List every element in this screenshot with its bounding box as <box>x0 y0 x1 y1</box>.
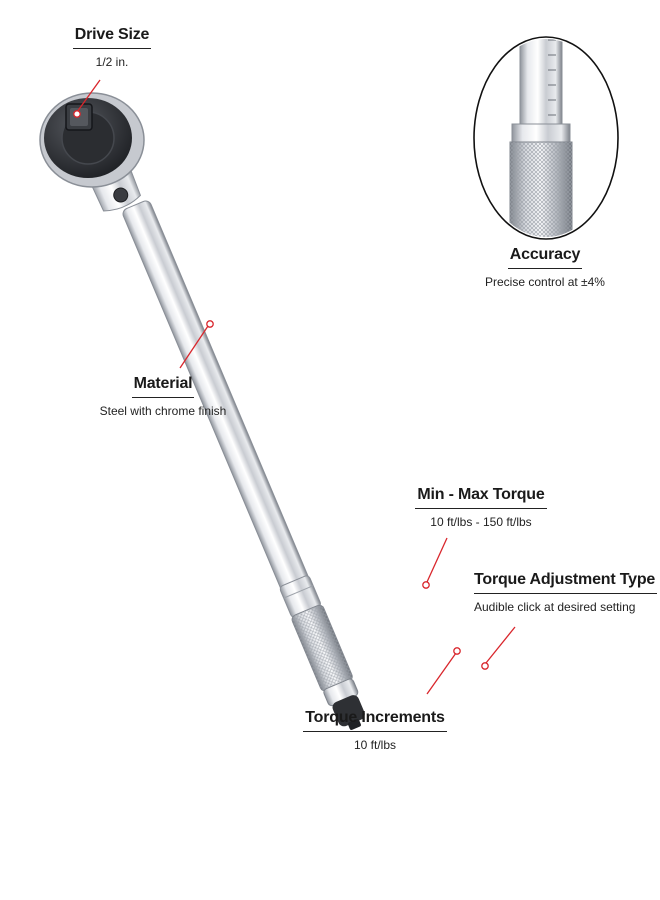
spec-value: 10 ft/lbs - 150 ft/lbs <box>430 515 532 529</box>
spec-torque-increments: Torque Increments 10 ft/lbs <box>300 709 450 752</box>
spec-value: Precise control at ±4% <box>485 275 605 289</box>
callout-material <box>179 320 214 369</box>
callout-increments <box>426 647 461 695</box>
spec-material: Material Steel with chrome finish <box>88 375 238 418</box>
spec-adjustment-type: Torque Adjustment Type Audible click at … <box>474 571 658 614</box>
spec-value: Audible click at desired setting <box>474 600 636 614</box>
spec-title: Drive Size <box>72 26 152 49</box>
callout-min-max-torque <box>422 537 448 589</box>
spec-title: Torque Increments <box>303 709 447 732</box>
spec-value: 1/2 in. <box>95 55 129 69</box>
spec-title: Min - Max Torque <box>415 486 547 509</box>
spec-accuracy: Accuracy Precise control at ±4% <box>470 246 620 289</box>
spec-title: Torque Adjustment Type <box>474 571 658 594</box>
spec-value: 10 ft/lbs <box>353 738 397 752</box>
torque-wrench <box>39 92 365 730</box>
callout-drive-size <box>73 79 101 118</box>
spec-drive-size: Drive Size 1/2 in. <box>62 26 162 69</box>
spec-title: Material <box>131 375 195 398</box>
accuracy-zoom-detail <box>473 36 619 240</box>
spec-title: Accuracy <box>507 246 583 269</box>
callout-adjustment-type <box>481 626 516 670</box>
spec-value: Steel with chrome finish <box>99 404 227 418</box>
spec-min-max-torque: Min - Max Torque 10 ft/lbs - 150 ft/lbs <box>406 486 556 529</box>
